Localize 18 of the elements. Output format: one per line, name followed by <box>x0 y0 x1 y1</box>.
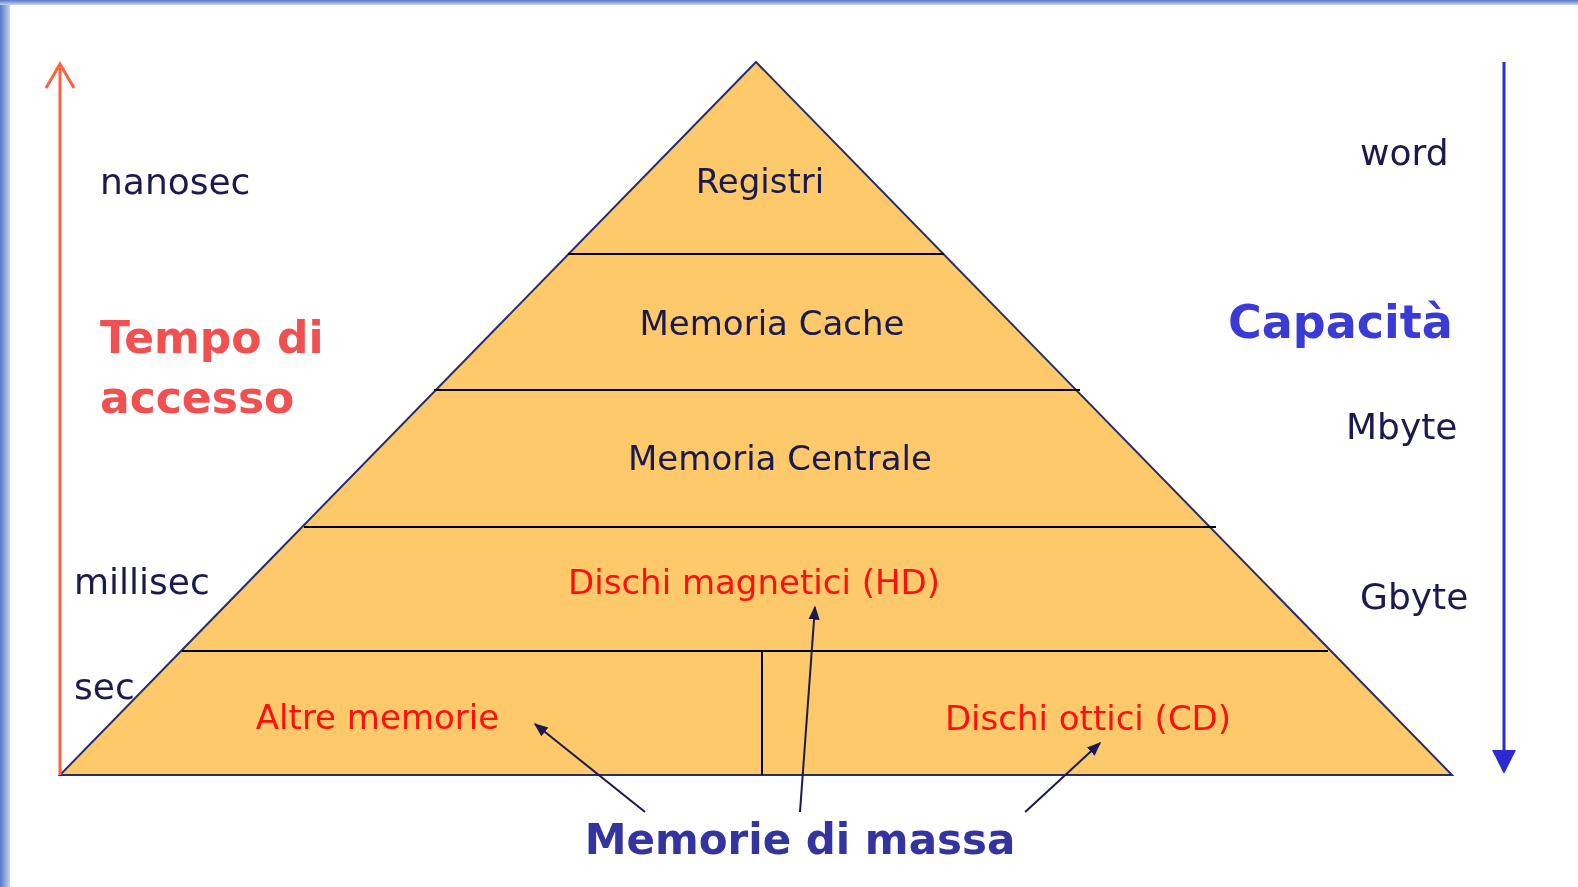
tier-label: Dischi ottici (CD) <box>900 693 1276 743</box>
axis-label: sec <box>74 665 136 709</box>
arrow <box>533 723 647 813</box>
axis-label: Capacità <box>1228 294 1454 351</box>
arrow <box>1024 742 1102 813</box>
axis-label: nanosec <box>100 160 252 204</box>
arrow <box>799 605 820 813</box>
group-label: Memorie di massa <box>540 812 1060 866</box>
axis-label: Mbyte <box>1346 405 1459 449</box>
tier-label: Registri <box>640 155 880 207</box>
axis-label: word <box>1360 131 1450 175</box>
axis-label: Gbyte <box>1360 575 1470 619</box>
axis-label: millisec <box>74 560 211 604</box>
tier-label: Memoria Cache <box>582 297 962 349</box>
tier-label: Altre memorie <box>220 692 535 742</box>
axis-label: Tempo di accesso <box>100 311 325 425</box>
tier-label: Memoria Centrale <box>570 432 990 484</box>
tier-label: Dischi magnetici (HD) <box>514 557 994 607</box>
